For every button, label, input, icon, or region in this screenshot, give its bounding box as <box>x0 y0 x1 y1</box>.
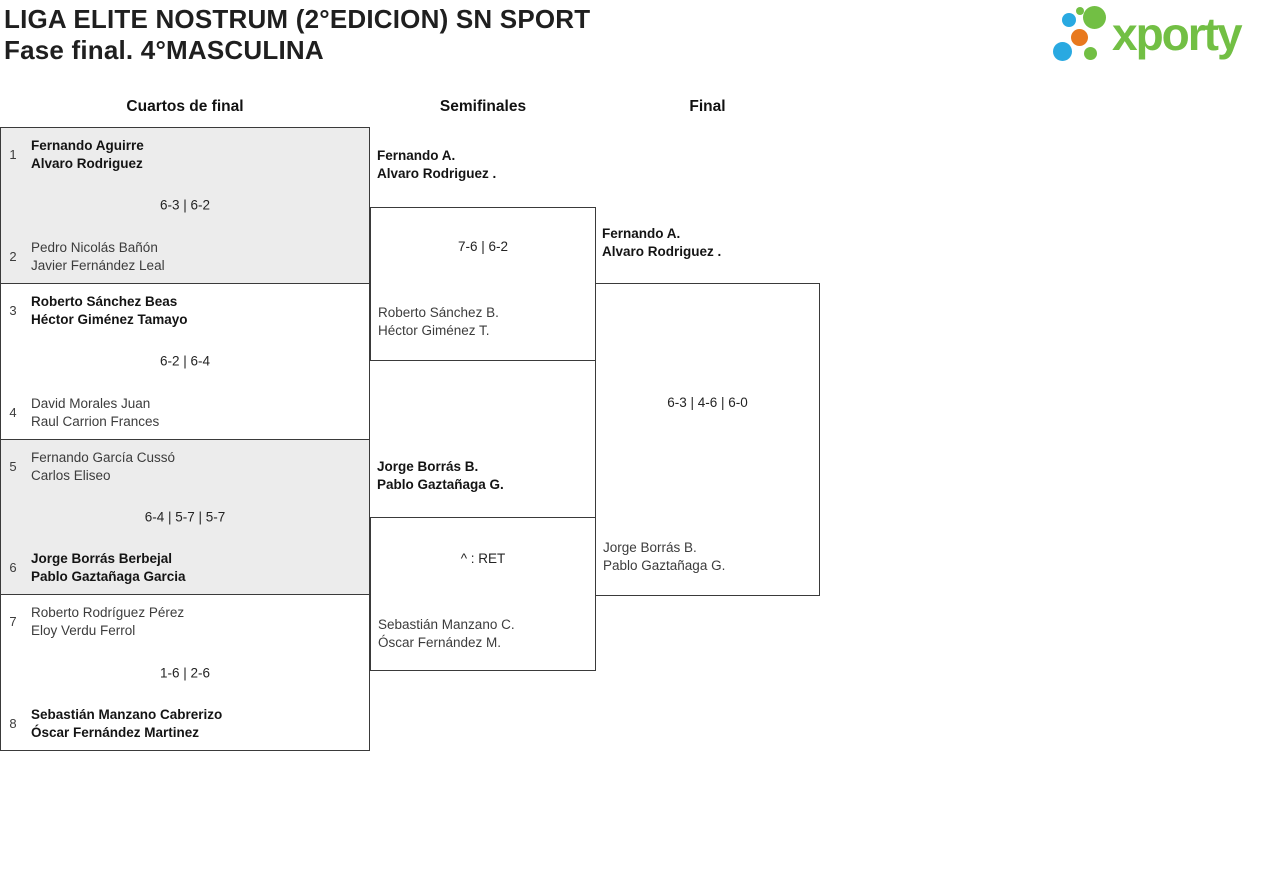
player-name: Roberto Rodríguez Pérez <box>31 605 185 621</box>
player-name: Sebastián Manzano Cabrerizo <box>31 707 223 722</box>
player-name: Sebastián Manzano C. <box>378 617 515 632</box>
match-score: 6-2 | 6-4 <box>159 353 211 369</box>
seed-number: 8 <box>9 716 17 731</box>
seed-number: 2 <box>9 248 17 264</box>
player-name: Eloy Verdu Ferrol <box>31 623 136 639</box>
page-title-line2: Fase final. 4°MASCULINA <box>4 35 324 65</box>
player-name: Roberto Sánchez Beas <box>31 293 178 309</box>
xporty-logo[interactable]: xporty <box>1048 4 1274 70</box>
page-title: LIGA ELITE NOSTRUM (2°EDICION) SN SPORT … <box>4 4 590 66</box>
qf-match-3: 5 Fernando García Cussó Carlos Eliseo 6-… <box>1 438 369 595</box>
sf1-advancing-team: Fernando A. Alvaro Rodriguez . <box>377 147 496 183</box>
team-pair: Jorge Borrás B. Pablo Gaztañaga G. <box>603 539 725 575</box>
match-score: 7-6 | 6-2 <box>457 239 509 254</box>
team-pair: Roberto Rodríguez Pérez Eloy Verdu Ferro… <box>31 604 184 640</box>
player-name: Alvaro Rodriguez . <box>602 244 722 259</box>
sf-match-1: 7-6 | 6-2 Roberto Sánchez B. Héctor Gimé… <box>370 207 596 361</box>
team-pair: Sebastián Manzano C. Óscar Fernández M. <box>378 616 515 652</box>
qf-match-2: 3 Roberto Sánchez Beas Héctor Giménez Ta… <box>1 282 369 439</box>
team-pair: Pedro Nicolás Bañón Javier Fernández Lea… <box>31 239 165 275</box>
player-name: Jorge Borrás B. <box>603 540 697 555</box>
player-name: Fernando A. <box>602 226 681 241</box>
team-pair-winner: Jorge Borrás Berbejal Pablo Gaztañaga Ga… <box>31 550 186 586</box>
match-score: 6-4 | 5-7 | 5-7 <box>144 509 226 525</box>
seed-number: 3 <box>9 302 17 318</box>
player-name: Pedro Nicolás Bañón <box>31 239 158 255</box>
seed-number: 4 <box>9 404 17 420</box>
round-header-semifinals: Semifinales <box>439 98 527 115</box>
qf-match-1: 1 Fernando Aguirre Alvaro Rodriguez 6-3 … <box>1 128 369 283</box>
player-name: Pablo Gaztañaga Garcia <box>31 569 186 585</box>
match-score: 6-3 | 4-6 | 6-0 <box>667 395 748 410</box>
player-name: Roberto Sánchez B. <box>378 305 499 320</box>
team-pair: David Morales Juan Raul Carrion Frances <box>31 395 159 431</box>
final-match: 6-3 | 4-6 | 6-0 Jorge Borrás B. Pablo Ga… <box>595 283 820 596</box>
logo-dot-blue-large-icon <box>1053 42 1072 61</box>
match-score: 6-3 | 6-2 <box>159 197 211 213</box>
seed-number: 6 <box>9 560 17 576</box>
logo-dot-green-tiny-icon <box>1076 7 1084 15</box>
quarterfinals-column: 1 Fernando Aguirre Alvaro Rodriguez 6-3 … <box>0 127 370 751</box>
seed-number: 5 <box>9 458 17 474</box>
sf2-advancing-team: Jorge Borrás B. Pablo Gaztañaga G. <box>377 458 504 494</box>
logo-dot-green-large-icon <box>1083 6 1106 29</box>
page-title-line1: LIGA ELITE NOSTRUM (2°EDICION) SN SPORT <box>4 4 591 34</box>
team-pair: Roberto Sánchez B. Héctor Giménez T. <box>378 304 499 340</box>
team-pair-winner: Roberto Sánchez Beas Héctor Giménez Tama… <box>31 293 188 329</box>
player-name: Alvaro Rodriguez . <box>377 166 497 181</box>
player-name: Jorge Borrás Berbejal <box>31 551 173 567</box>
player-name: Pablo Gaztañaga G. <box>603 558 726 573</box>
logo-wordmark: xporty <box>1112 8 1243 60</box>
match-score: 1-6 | 2-6 <box>159 665 211 681</box>
player-name: David Morales Juan <box>31 395 151 411</box>
player-name: Pablo Gaztañaga G. <box>377 477 504 492</box>
player-name: Carlos Eliseo <box>31 467 111 483</box>
seed-number: 1 <box>9 147 17 162</box>
player-name: Fernando A. <box>377 148 456 163</box>
player-name: Fernando García Cussó <box>31 449 176 465</box>
logo-dot-orange-icon <box>1071 29 1088 46</box>
team-pair: Fernando García Cussó Carlos Eliseo <box>31 449 175 485</box>
player-name: Alvaro Rodriguez <box>31 156 143 171</box>
logo-dot-green-small-icon <box>1084 47 1097 60</box>
sf-match-2: ^ : RET Sebastián Manzano C. Óscar Ferná… <box>370 517 596 671</box>
team-pair-winner: Sebastián Manzano Cabrerizo Óscar Fernán… <box>31 706 222 742</box>
match-score: ^ : RET <box>460 551 506 566</box>
qf-match-4: 7 Roberto Rodríguez Pérez Eloy Verdu Fer… <box>1 594 369 750</box>
player-name: Javier Fernández Leal <box>31 257 165 273</box>
player-name: Óscar Fernández Martinez <box>31 725 200 740</box>
round-header-final: Final <box>689 98 726 115</box>
player-name: Héctor Giménez T. <box>378 323 490 338</box>
final-advancing-team: Fernando A. Alvaro Rodriguez . <box>602 225 721 261</box>
seed-number: 7 <box>9 614 17 630</box>
logo-dot-blue-small-icon <box>1062 13 1076 27</box>
player-name: Raul Carrion Frances <box>31 413 160 429</box>
round-header-quarterfinals: Cuartos de final <box>126 98 244 115</box>
player-name: Jorge Borrás B. <box>377 459 479 474</box>
player-name: Fernando Aguirre <box>31 138 144 153</box>
player-name: Óscar Fernández M. <box>378 635 502 650</box>
player-name: Héctor Giménez Tamayo <box>31 311 188 327</box>
team-pair-winner: Fernando Aguirre Alvaro Rodriguez <box>31 137 144 173</box>
